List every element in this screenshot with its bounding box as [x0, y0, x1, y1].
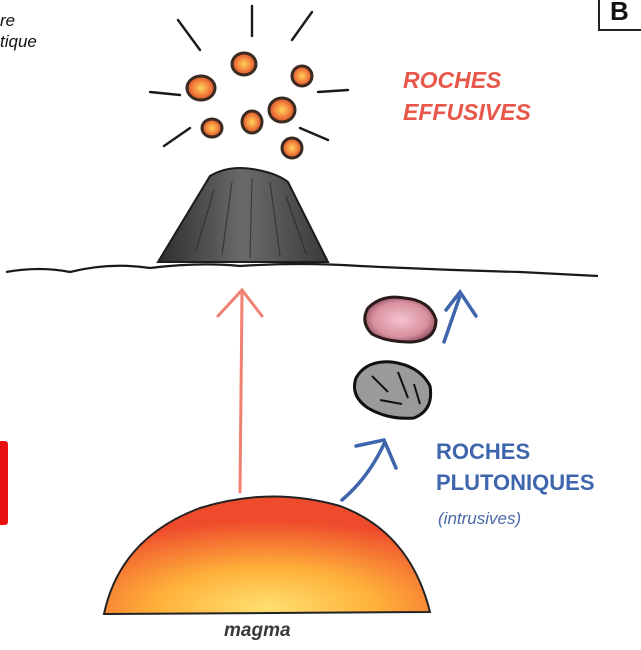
volcano — [158, 168, 328, 262]
caption-text: re tique — [0, 10, 37, 52]
caption-line-2: tique — [0, 31, 37, 52]
effusive-label-line-1: ROCHES — [403, 64, 531, 96]
plutonic-rocks-label: ROCHES PLUTONIQUES — [436, 436, 595, 498]
red-arrow — [218, 290, 262, 492]
panel-letter: B — [610, 0, 629, 27]
panel-letter-box: B — [598, 0, 641, 31]
plutonic-subtitle: (intrusives) — [438, 509, 521, 529]
magma-chamber — [104, 496, 430, 614]
red-side-tab — [0, 441, 8, 525]
effusive-rocks-label: ROCHES EFFUSIVES — [403, 64, 531, 128]
plutonic-rocks — [355, 297, 437, 418]
caption-line-1: re — [0, 10, 37, 31]
plutonic-label-line-2: PLUTONIQUES — [436, 467, 595, 498]
ground-line — [6, 264, 598, 276]
plutonic-label-line-1: ROCHES — [436, 436, 595, 467]
volcanic-bombs — [187, 53, 312, 158]
effusive-label-line-2: EFFUSIVES — [403, 96, 531, 128]
magma-label: magma — [224, 620, 291, 642]
